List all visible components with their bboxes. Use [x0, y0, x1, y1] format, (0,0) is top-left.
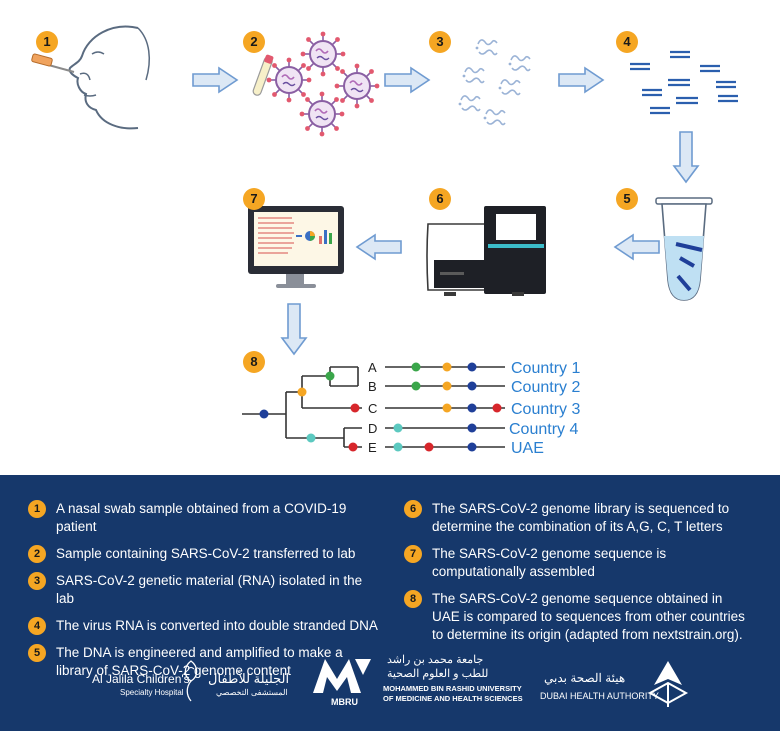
- leaf-label-e: E: [368, 440, 377, 455]
- al-jalila-sub-ar: المستشفى التخصصي: [216, 688, 288, 697]
- sample-viruses-illustration: [252, 30, 381, 138]
- legend-item-5: 5 The DNA is engineered and amplified to …: [28, 644, 383, 680]
- dha-name-en: DUBAI HEALTH AUTHORITY: [540, 691, 659, 701]
- dha-emblem-icon: [647, 661, 689, 707]
- legend-text-2: Sample containing SARS-CoV-2 transferred…: [56, 546, 356, 561]
- country-label-uae: UAE: [511, 440, 544, 457]
- legend-text-4: The virus RNA is converted into double s…: [56, 618, 378, 633]
- legend-item-1: 1 A nasal swab sample obtained from a COV…: [28, 500, 383, 536]
- leaf-label-d: D: [368, 421, 377, 436]
- dha-logo: هيئة الصحة بدبي DUBAI HEALTH AUTHORITY: [540, 661, 700, 717]
- leaf-label-a: A: [368, 360, 377, 375]
- step-badge-7: 7: [243, 188, 265, 210]
- workflow-diagram: A B C D E Country 1 Country 2 Country 3 …: [31, 25, 738, 457]
- legend-item-8: 8 The SARS-CoV-2 genome sequence obtained…: [404, 590, 749, 644]
- step-badge-3: 3: [429, 31, 451, 53]
- legend-text-3: SARS-CoV-2 genetic material (RNA) isolat…: [56, 573, 363, 606]
- legend-text-6: The SARS-CoV-2 genome library is sequenc…: [432, 501, 730, 534]
- mbru-name-ar-2: للطب و العلوم الصحية: [387, 668, 489, 680]
- legend-badge-4: 4: [28, 617, 46, 635]
- rna-isolation-illustration: [457, 39, 531, 126]
- country-label-4: Country 4: [509, 421, 578, 438]
- arrow-4-to-5: [673, 131, 699, 183]
- legend-badge-2: 2: [28, 545, 46, 563]
- mbru-name-en-1: MOHAMMED BIN RASHID UNIVERSITY: [383, 684, 522, 693]
- leaf-label-c: C: [368, 401, 377, 416]
- step-badge-1: 1: [36, 31, 58, 53]
- tree-country-labels: Country 1 Country 2 Country 3 Country 4 …: [509, 360, 580, 457]
- arrow-3-to-4: [558, 67, 604, 93]
- al-jalila-name-ar: الجليلة للأطفال: [208, 671, 290, 686]
- sequencer-illustration: [426, 206, 546, 296]
- legend-item-7: 7 The SARS-CoV-2 genome sequence is compu…: [404, 545, 749, 581]
- country-label-1: Country 1: [511, 360, 580, 377]
- al-jalila-emblem-icon: [184, 660, 198, 702]
- sequence-bars: [385, 366, 505, 448]
- legend-column-right: 6 The SARS-CoV-2 genome library is sequen…: [404, 500, 749, 653]
- nasal-swab-illustration: [31, 25, 151, 130]
- legend-badge-7: 7: [404, 545, 422, 563]
- mbru-emblem-icon: [313, 659, 371, 693]
- mbru-name-ar-1: جامعة محمد بن راشد: [387, 654, 484, 666]
- arrow-7-to-8: [281, 303, 307, 355]
- country-label-3: Country 3: [511, 401, 580, 418]
- arrow-6-to-7: [356, 234, 402, 260]
- legend-badge-5: 5: [28, 644, 46, 662]
- step-badge-2: 2: [243, 31, 265, 53]
- legend-text-8: The SARS-CoV-2 genome sequence obtained …: [432, 591, 745, 642]
- legend-item-2: 2 Sample containing SARS-CoV-2 transferre…: [28, 545, 383, 563]
- leaf-label-b: B: [368, 379, 377, 394]
- legend-badge-1: 1: [28, 500, 46, 518]
- legend-footer: 1 A nasal swab sample obtained from a COV…: [0, 475, 780, 731]
- legend-badge-6: 6: [404, 500, 422, 518]
- dna-fragments-illustration: [630, 50, 738, 115]
- legend-text-5: The DNA is engineered and amplified to m…: [56, 645, 343, 678]
- step-badge-8: 8: [243, 351, 265, 373]
- arrow-2-to-3: [384, 67, 430, 93]
- legend-column-left: 1 A nasal swab sample obtained from a COV…: [28, 500, 383, 689]
- legend-badge-3: 3: [28, 572, 46, 590]
- legend-item-3: 3 SARS-CoV-2 genetic material (RNA) isola…: [28, 572, 383, 608]
- step-badge-5: 5: [616, 188, 638, 210]
- mbru-wordmark: MBRU: [331, 697, 358, 707]
- al-jalila-logo: Al Jalila Children's Specialty Hospital …: [92, 660, 292, 713]
- al-jalila-sub-en: Specialty Hospital: [120, 688, 184, 697]
- legend-text-7: The SARS-CoV-2 genome sequence is comput…: [432, 546, 667, 579]
- arrow-5-to-6: [614, 234, 660, 260]
- step-badge-4: 4: [616, 31, 638, 53]
- legend-item-4: 4 The virus RNA is converted into double …: [28, 617, 383, 635]
- dha-name-ar: هيئة الصحة بدبي: [544, 671, 626, 685]
- computer-illustration: [248, 206, 344, 288]
- tree-leaf-labels: A B C D E: [368, 360, 377, 455]
- mbru-logo: MBRU جامعة محمد بن راشد للطب و العلوم ال…: [311, 653, 523, 715]
- country-label-2: Country 2: [511, 379, 580, 396]
- legend-text-1: A nasal swab sample obtained from a COVI…: [56, 501, 347, 534]
- sequence-mutation-markers: [393, 362, 502, 452]
- legend-item-6: 6 The SARS-CoV-2 genome library is sequen…: [404, 500, 749, 536]
- phylogenetic-tree: [242, 366, 362, 448]
- al-jalila-name-en: Al Jalila Children's: [92, 672, 190, 686]
- step-badge-6: 6: [429, 188, 451, 210]
- library-tube-illustration: [655, 197, 713, 301]
- mbru-name-en-2: OF MEDICINE AND HEALTH SCIENCES: [383, 694, 523, 703]
- arrow-1-to-2: [192, 67, 238, 93]
- legend-badge-8: 8: [404, 590, 422, 608]
- tree-internal-mutations: [259, 371, 360, 452]
